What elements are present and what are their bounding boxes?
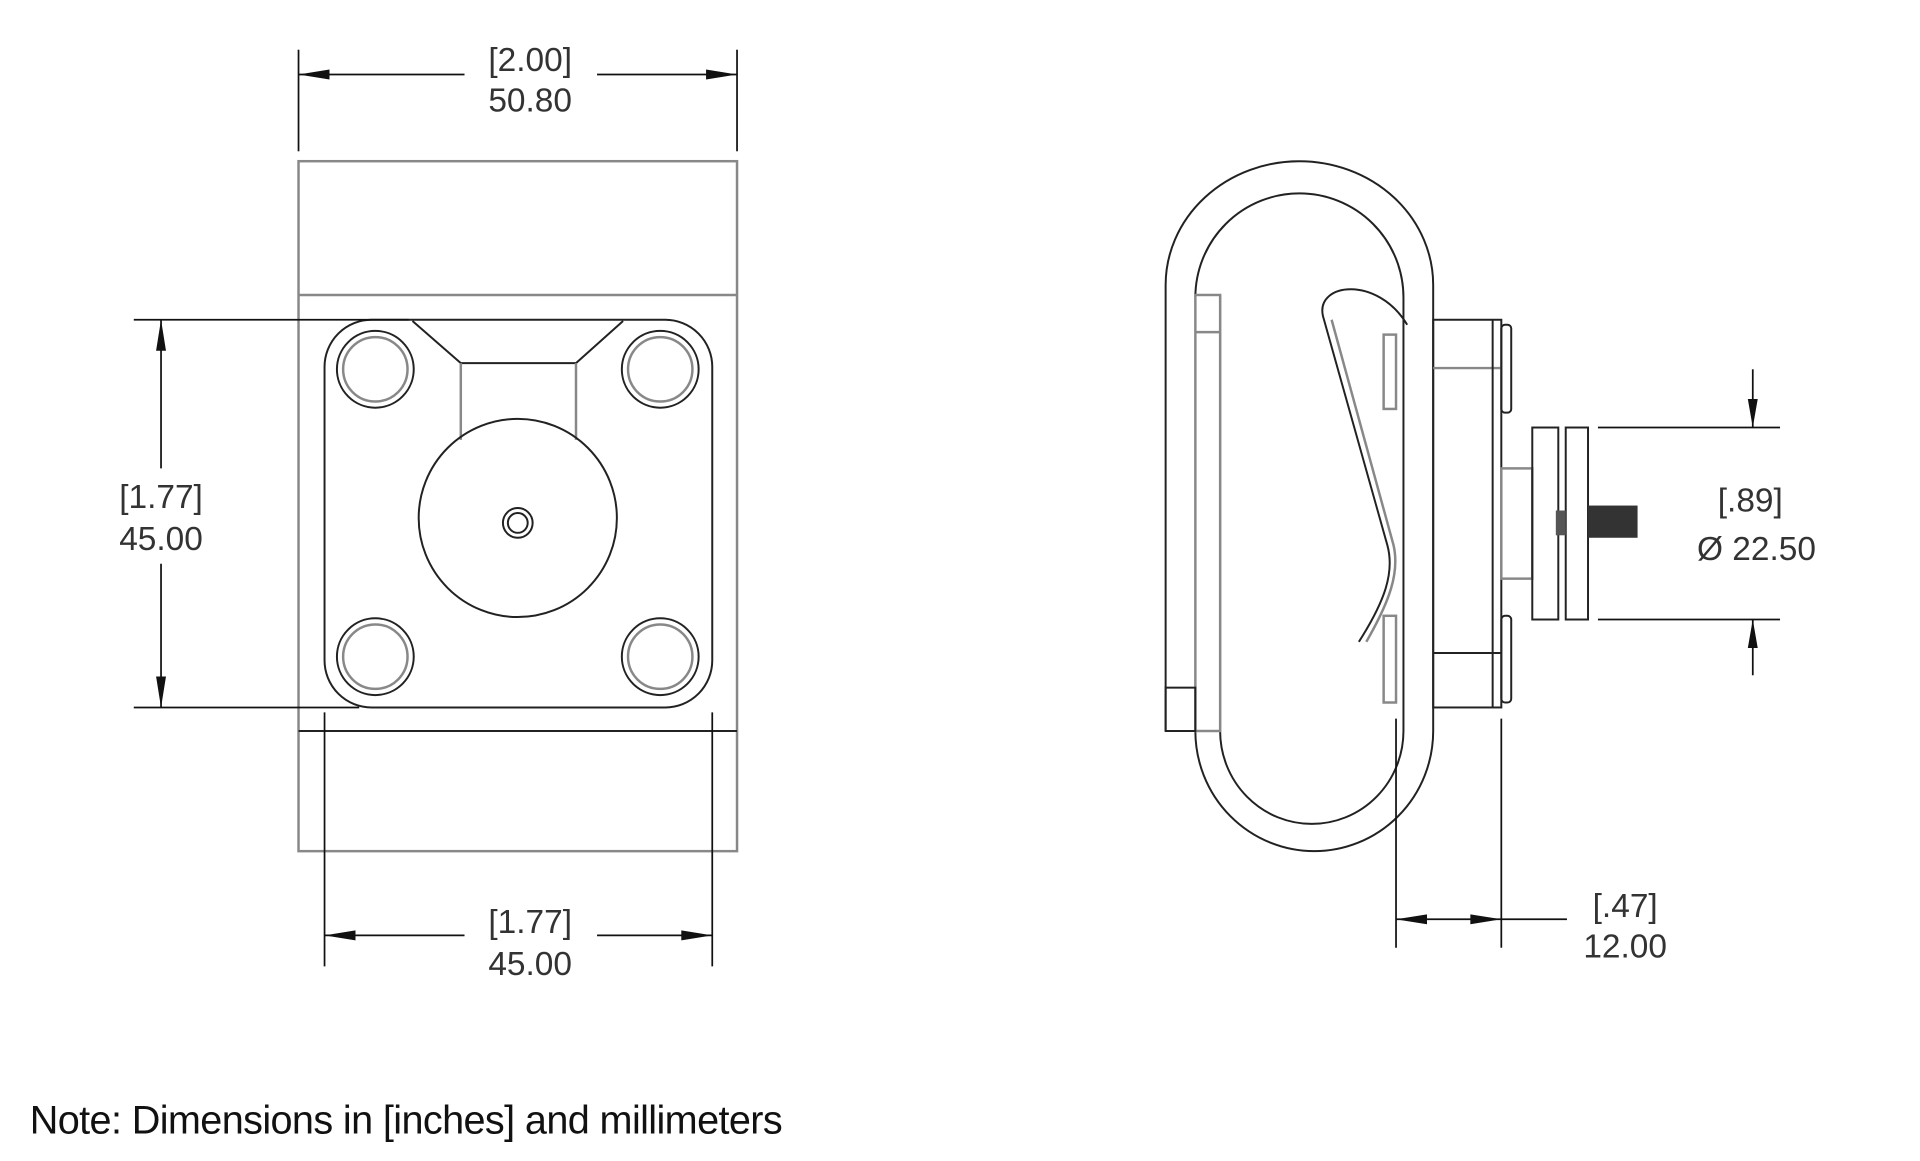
dim-mm: 45.00: [119, 521, 203, 558]
dim-inches: [1.77]: [119, 479, 203, 516]
dimension-disc-diameter: [.89] Ø 22.50: [1597, 369, 1816, 676]
center-hole: [501, 507, 534, 539]
dimension-width: [2.00] 50.80: [297, 42, 738, 152]
dim-inches: [.89]: [1718, 483, 1783, 520]
dim-mm: 12.00: [1583, 929, 1667, 966]
dim-inches: [.47]: [1593, 888, 1658, 925]
body-outline: [297, 159, 739, 853]
threaded-stud: [1588, 505, 1638, 538]
dim-mm: 45.00: [488, 946, 572, 983]
dim-inches: [2.00]: [488, 42, 572, 79]
dimension-depth: [.47] 12.00: [1395, 718, 1667, 966]
belt-clip-inner: [1194, 192, 1405, 825]
dimensions-note: Note: Dimensions in [inches] and millime…: [30, 1099, 782, 1143]
dim-inches: [1.77]: [488, 904, 572, 941]
dim-mm: Ø 22.50: [1697, 531, 1816, 568]
mounting-holes: [335, 329, 700, 697]
front-view: [2.00] 50.80 [1.77] 45.00 [1.77] 45.00: [119, 42, 739, 983]
spring-clip: [1321, 288, 1409, 643]
mount-block: [1432, 318, 1503, 709]
side-view: [.89] Ø 22.50 [.47] 12.00: [1164, 160, 1816, 966]
disc: [417, 417, 618, 619]
plate-notch: [411, 320, 624, 365]
belt-clip-outer: [1164, 160, 1435, 853]
disc-2: [1564, 426, 1590, 621]
disc-1: [1531, 426, 1560, 621]
mount-plate: [323, 318, 714, 709]
dimension-plate-width: [1.77] 45.00: [323, 712, 714, 983]
dim-mm: 50.80: [488, 83, 572, 120]
dimension-height: [1.77] 45.00: [119, 318, 409, 709]
